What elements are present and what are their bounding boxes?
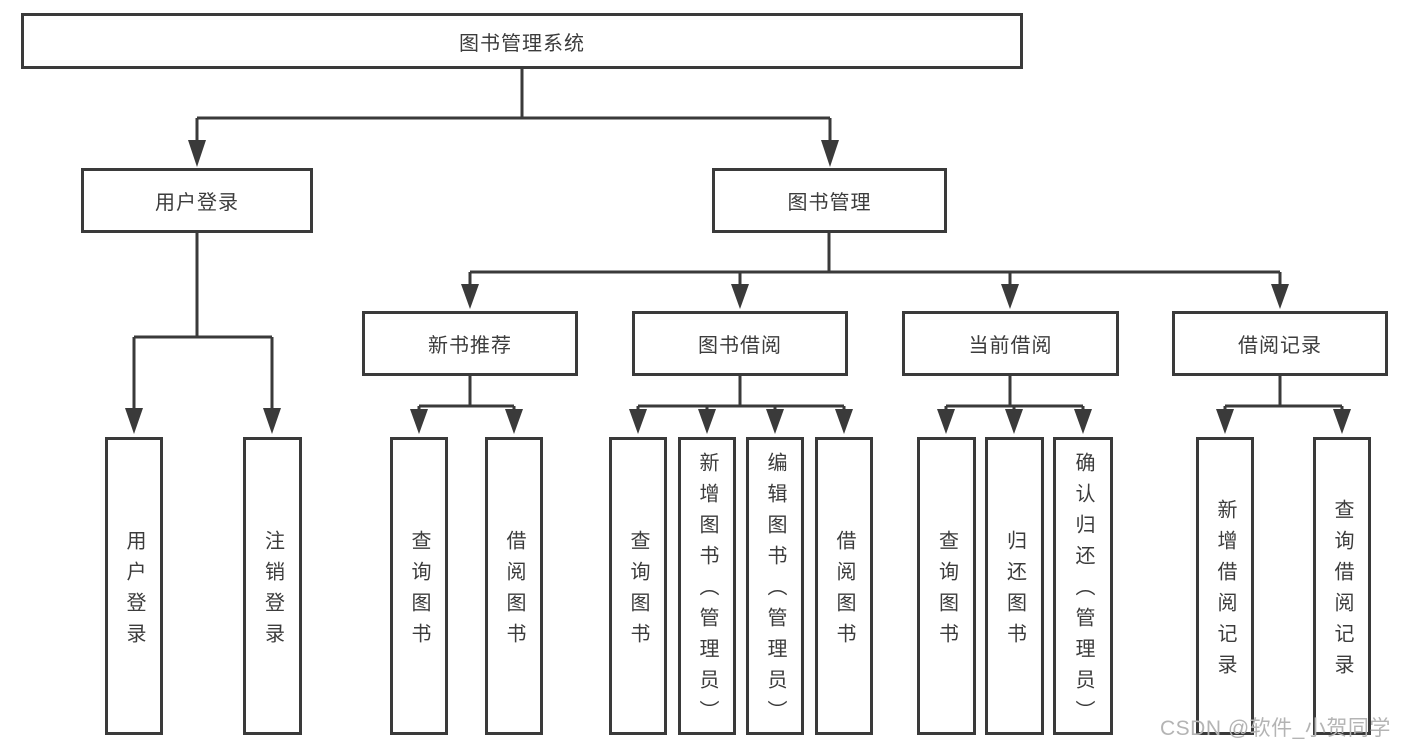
- watermark: CSDN @软件_小贺同学: [1160, 717, 1391, 740]
- leaf-borrow-books-recommend-label: 借阅图书: [503, 529, 525, 654]
- leaf-query-books-current: 查询图书: [917, 437, 976, 735]
- node-root: 图书管理系统: [21, 13, 1023, 69]
- connector-new-book-recommend-to-leaves: [410, 376, 523, 434]
- leaf-query-books-recommend-label: 查询图书: [408, 529, 430, 654]
- leaf-query-books-current-label: 查询图书: [935, 529, 958, 654]
- leaf-confirm-return-admin: 确认归还（管理员）: [1053, 437, 1113, 735]
- leaf-borrow-books-recommend: 借阅图书: [485, 437, 543, 735]
- leaf-query-books-borrow-label: 查询图书: [627, 529, 649, 654]
- leaf-query-borrow-record: 查询借阅记录: [1313, 437, 1371, 735]
- connector-user-login-to-leaves: [125, 233, 281, 434]
- leaf-return-books-label: 归还图书: [1003, 529, 1026, 654]
- node-current-borrow-label: 当前借阅: [968, 335, 1053, 357]
- leaf-confirm-return-admin-label: 确认归还（管理员）: [1072, 452, 1094, 731]
- leaf-add-borrow-record: 新增借阅记录: [1196, 437, 1254, 735]
- connector-book-management-to-level3: [461, 233, 1289, 309]
- node-user-login-label: 用户登录: [155, 192, 239, 214]
- node-book-management: 图书管理: [712, 168, 947, 233]
- node-borrow-records-label: 借阅记录: [1238, 335, 1322, 357]
- node-book-management-label: 图书管理: [787, 192, 872, 214]
- node-current-borrow: 当前借阅: [902, 311, 1119, 376]
- leaf-query-borrow-record-label: 查询借阅记录: [1331, 498, 1353, 685]
- node-borrow-records: 借阅记录: [1172, 311, 1388, 376]
- leaf-edit-book-admin: 编辑图书（管理员）: [746, 437, 804, 735]
- connector-current-borrow-to-leaves: [937, 376, 1092, 434]
- leaf-edit-book-admin-label: 编辑图书（管理员）: [764, 452, 786, 731]
- leaf-borrow-books-borrow: 借阅图书: [815, 437, 873, 735]
- node-new-book-recommend-label: 新书推荐: [428, 335, 512, 357]
- node-book-borrow: 图书借阅: [632, 311, 848, 376]
- node-root-label: 图书管理系统: [459, 32, 585, 55]
- node-user-login: 用户登录: [81, 168, 313, 233]
- connector-root-to-level2: [188, 69, 839, 167]
- leaf-query-books-recommend: 查询图书: [390, 437, 448, 735]
- leaf-query-books-borrow: 查询图书: [609, 437, 667, 735]
- node-book-borrow-label: 图书借阅: [698, 335, 782, 357]
- leaf-logout-label: 注销登录: [261, 529, 284, 654]
- node-new-book-recommend: 新书推荐: [362, 311, 578, 376]
- leaf-user-login-label: 用户登录: [123, 529, 145, 654]
- connector-borrow-records-to-leaves: [1216, 376, 1351, 434]
- leaf-user-login: 用户登录: [105, 437, 163, 735]
- leaf-return-books: 归还图书: [985, 437, 1044, 735]
- leaf-add-borrow-record-label: 新增借阅记录: [1214, 498, 1236, 685]
- leaf-add-book-admin-label: 新增图书（管理员）: [696, 452, 718, 731]
- leaf-logout: 注销登录: [243, 437, 302, 735]
- connector-book-borrow-to-leaves: [629, 376, 853, 434]
- leaf-borrow-books-borrow-label: 借阅图书: [833, 529, 855, 654]
- leaf-add-book-admin: 新增图书（管理员）: [678, 437, 736, 735]
